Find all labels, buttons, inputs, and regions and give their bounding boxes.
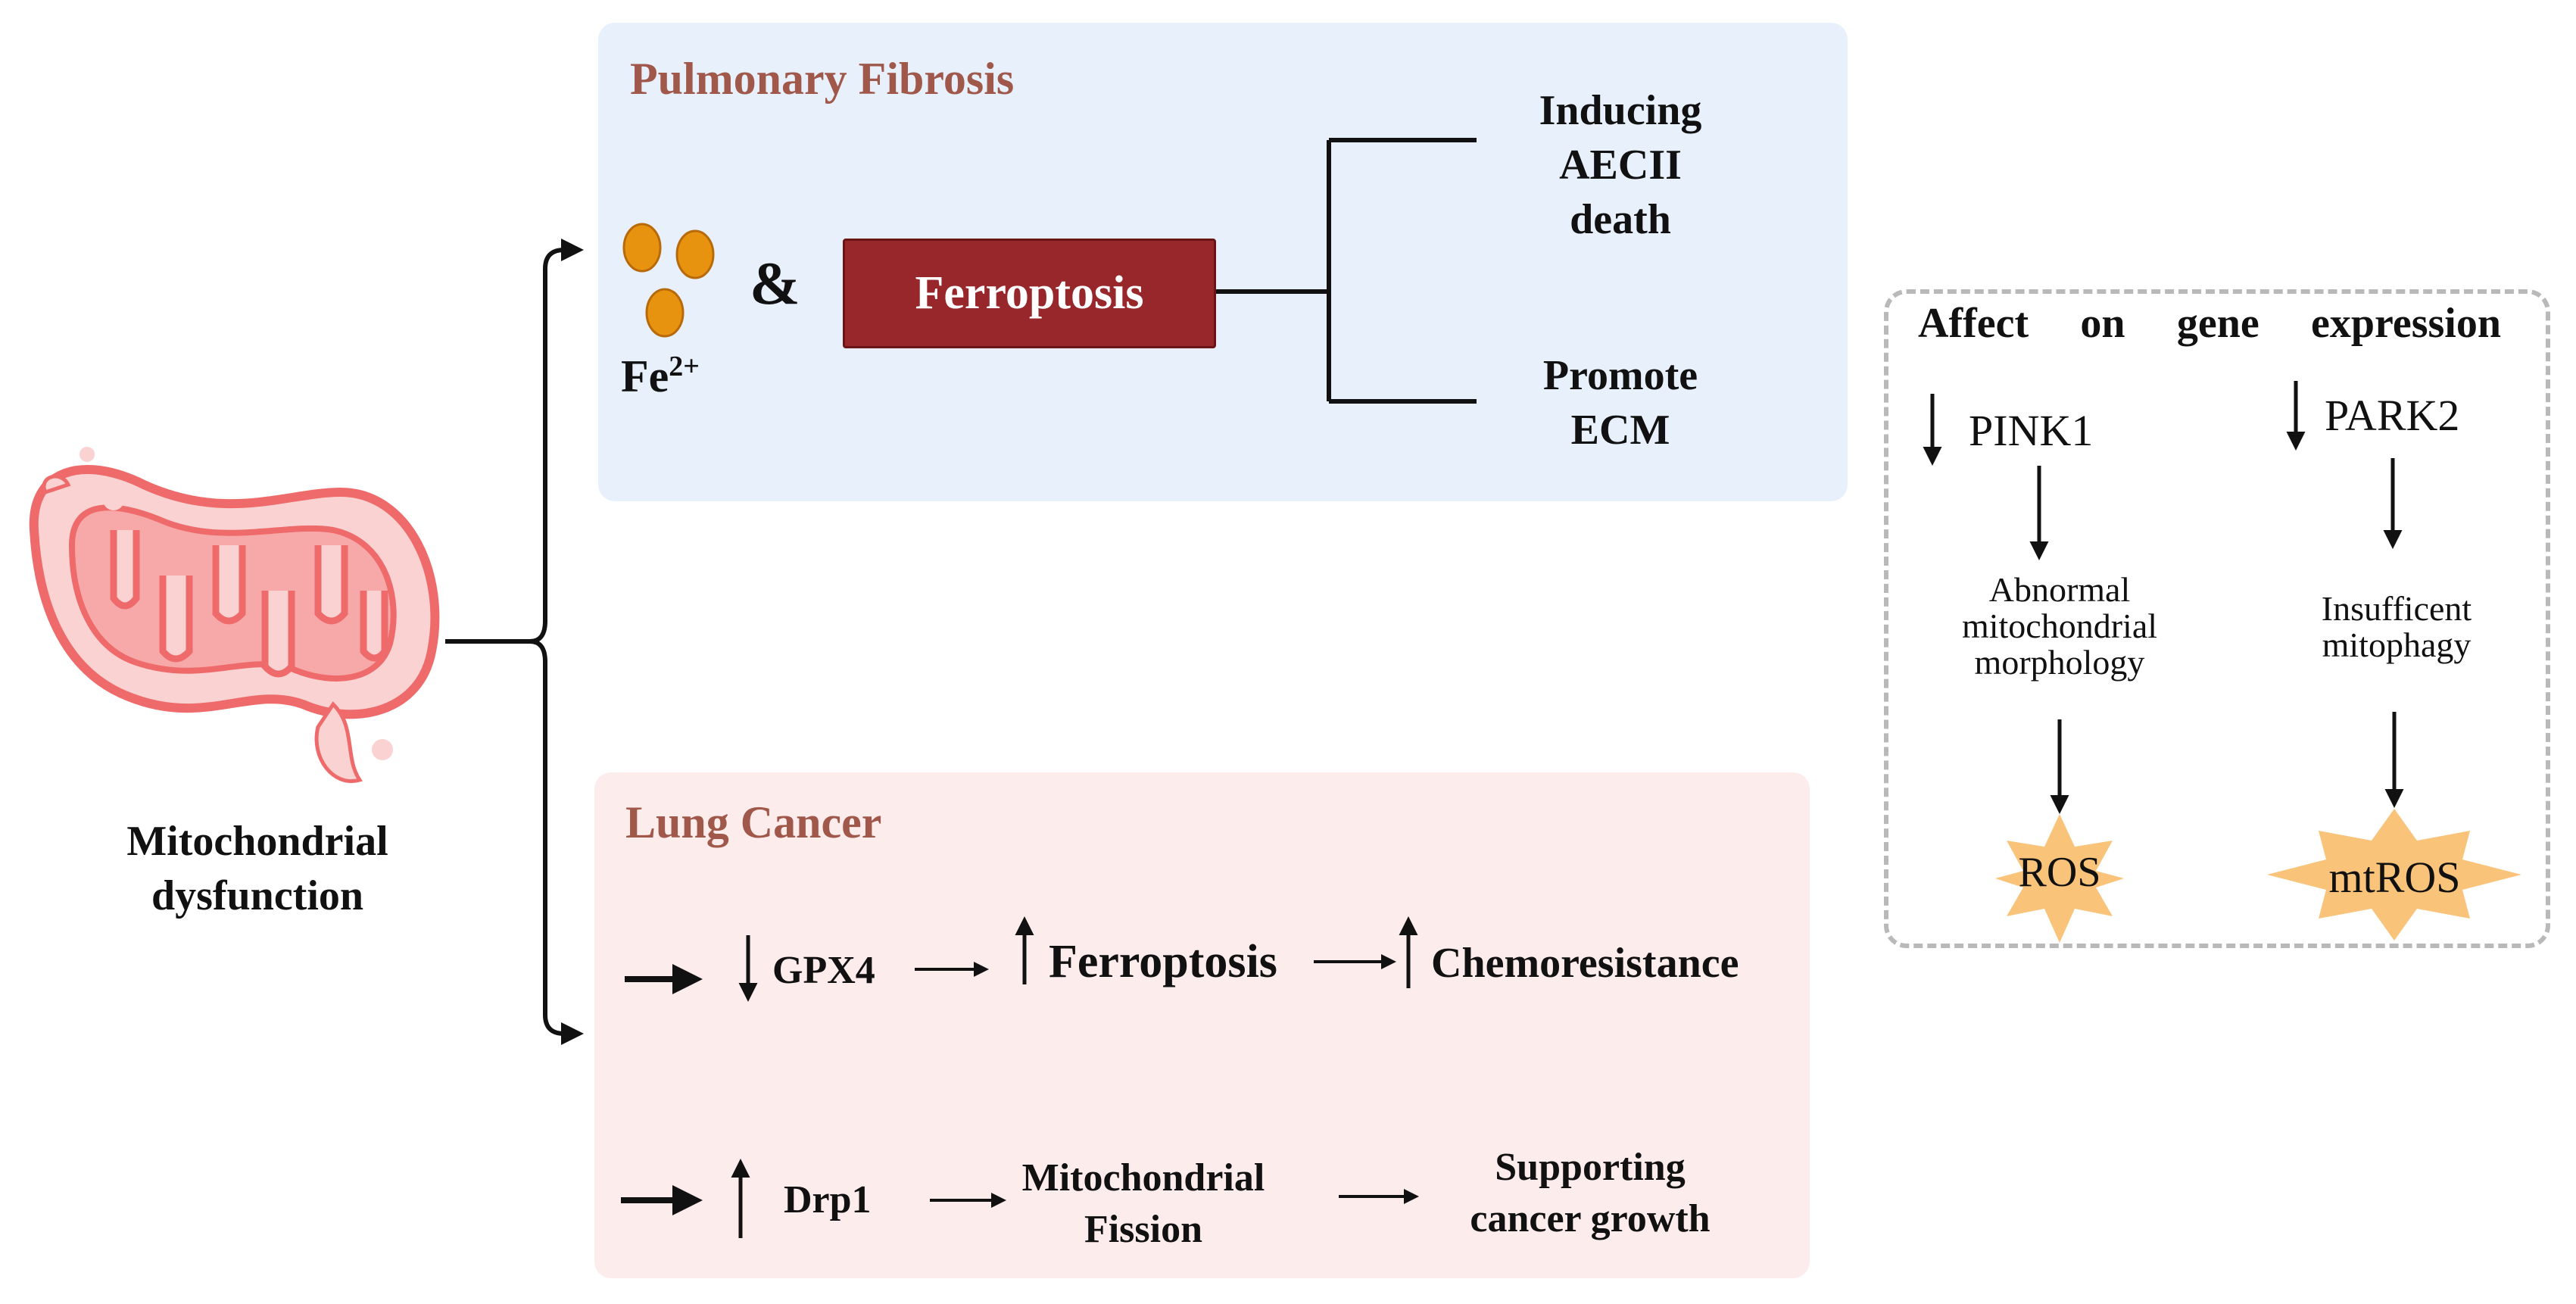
gene-expression-arrows [1923,381,2404,814]
ferroptosis-box: Ferroptosis [843,239,1216,348]
gpx4-label: GPX4 [772,949,875,992]
supporting-line2: cancer growth [1470,1197,1711,1240]
mitochondrial-fission-label: Mitochondrial Fission [1015,1153,1272,1256]
mito-label-line1: Mitochondrial [126,818,388,865]
ferroptosis-fork [1216,138,1477,404]
mito-label-line2: dysfunction [151,872,364,919]
fe-label: Fe2+ [621,350,700,403]
supporting-line1: Supporting [1495,1146,1686,1189]
ferroptosis-label: Ferroptosis [1049,936,1277,987]
fission-line2: Fission [1084,1208,1203,1251]
supporting-cancer-growth-label: Supporting cancer growth [1439,1142,1742,1245]
ampersand: & [750,251,800,317]
insufficient-line1: Insufficent [2321,589,2472,628]
chemoresistance-label: Chemoresistance [1431,940,1739,987]
abnormal-line1: Abnormal [1988,570,2131,609]
outcome1-line1: Inducing [1539,87,1702,134]
lung-cancer-arrows [621,916,1419,1238]
lung-cancer-title: Lung Cancer [625,797,882,847]
mtros-burst-icon [2267,809,2521,941]
insufficient-line2: mitophagy [2322,625,2472,664]
outcome1-line2: AECII [1559,142,1682,189]
outcome2-line1: Promote [1542,352,1698,399]
pink1-label: PINK1 [1969,406,2094,455]
abnormal-line2: mitochondrial [1961,607,2158,645]
pulmonary-fibrosis-panel [598,23,1848,501]
ros-burst-icon [1995,814,2124,943]
fission-line1: Mitochondrial [1021,1156,1265,1199]
gene-expression-title: Affect on gene expression [1918,300,2501,347]
drp1-label: Drp1 [784,1178,872,1221]
park2-label: PARK2 [2325,391,2460,440]
outcome-aecii-death: Inducing AECII death [1495,83,1745,247]
gene-expression-panel [1884,289,2550,948]
outcome-promote-ecm: Promote ECM [1495,348,1745,457]
main-bracket [445,239,584,1045]
insufficient-mitophagy-label: Insufficent mitophagy [2272,591,2521,663]
pulmonary-fibrosis-title: Pulmonary Fibrosis [630,54,1015,104]
iron-ions-icon [622,223,715,338]
abnormal-line3: morphology [1974,643,2145,682]
fe-superscript: 2+ [669,351,700,382]
abnormal-morphology-label: Abnormal mitochondrial morphology [1923,572,2196,681]
ros-label: ROS [2018,849,2101,896]
mtros-label: mtROS [2328,853,2461,902]
lung-cancer-panel [594,772,1810,1278]
outcome2-line2: ECM [1570,407,1670,454]
outcome1-line3: death [1570,196,1671,243]
mito-label: Mitochondrial dysfunction [53,814,462,923]
mitochondrion-icon [29,447,440,783]
fe-base: Fe [621,351,669,401]
